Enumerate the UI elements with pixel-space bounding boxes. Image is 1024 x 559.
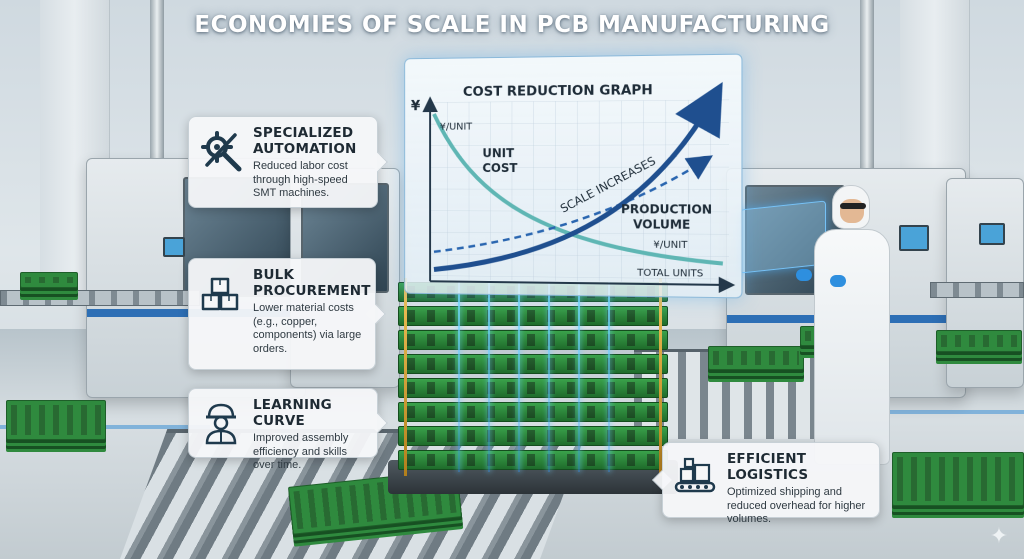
worker-icon [205, 403, 237, 445]
worker-figure [796, 185, 900, 465]
page-title: ECONOMIES OF SCALE IN PCB MANUFACTURING [194, 12, 830, 38]
light-beam [578, 282, 580, 472]
boxes-icon [201, 277, 239, 311]
machine-screen [979, 223, 1005, 245]
light-beam [518, 282, 520, 472]
sparkle-icon: ✦ [989, 523, 1009, 548]
card-title-line1: SPECIALIZED [253, 125, 354, 141]
gear-wrench-icon [201, 131, 242, 172]
y-axis-symbol: ¥ [411, 98, 421, 114]
light-beam [458, 282, 460, 472]
worker-glove [830, 275, 846, 287]
card-text: Lower material costs (e.g., copper, comp… [253, 302, 362, 355]
unit-cost-label-line2: COST [482, 161, 518, 175]
worker-coverall [814, 229, 890, 465]
card-bulk-procurement: BULK PROCUREMENT Lower material costs (e… [188, 258, 386, 370]
machine-screen [899, 225, 929, 251]
pcb-layer [398, 306, 668, 326]
pcb-stack [6, 400, 106, 440]
floor-marking [880, 410, 1024, 414]
pcb-layer [398, 378, 668, 398]
card-specialized-automation: SPECIALIZED AUTOMATION Reduced labor cos… [188, 116, 388, 208]
stack-pin [404, 278, 407, 476]
card-title: EFFICIENT LOGISTICS [727, 451, 809, 483]
pcb-stack [936, 330, 1022, 352]
pcb-stack [708, 346, 804, 370]
pcb-stack-central [388, 278, 678, 494]
worker-glasses [840, 203, 866, 209]
conveyor-left [0, 290, 200, 306]
card-text: Reduced labor cost through high-speed SM… [253, 160, 348, 199]
card-efficient-logistics: EFFICIENT LOGISTICS Optimized shipping a… [652, 442, 880, 525]
card-text: Improved assembly efficiency and skills … [253, 432, 349, 471]
ceiling-pipe [860, 0, 874, 200]
graph-svg: COST REDUCTION GRAPH ¥ ¥/UNIT UNIT COST … [405, 55, 743, 300]
card-title-line2: PROCUREMENT [253, 283, 371, 299]
conveyor-right [930, 282, 1024, 298]
x-axis-label: TOTAL UNITS [636, 268, 703, 280]
card-title-line1: BULK [253, 267, 295, 283]
card-title: LEARNING CURVE [253, 397, 332, 429]
volume-label-line2: VOLUME [633, 217, 690, 232]
cost-reduction-graph: COST REDUCTION GRAPH ¥ ¥/UNIT UNIT COST … [404, 54, 742, 299]
pcb-stack [892, 452, 1024, 506]
worker-glove [796, 269, 812, 281]
machine-screen [163, 237, 185, 257]
card-title-line2: AUTOMATION [253, 141, 357, 157]
pcb-layer [398, 354, 668, 374]
card-learning-curve: LEARNING CURVE Improved assembly efficie… [188, 388, 388, 471]
volume-tag: ¥/UNIT [653, 240, 688, 252]
stack-pin [659, 278, 662, 476]
light-beam [608, 282, 610, 472]
volume-label-line1: PRODUCTION [621, 202, 712, 217]
graph-title: COST REDUCTION GRAPH [463, 83, 653, 100]
graph-grid [430, 99, 730, 283]
pcb-stack [20, 272, 78, 288]
light-beam [548, 282, 550, 472]
pcb-layer [398, 330, 668, 350]
light-beam [488, 282, 490, 472]
pcb-layer [398, 450, 668, 470]
wall-panel [40, 0, 110, 300]
unit-cost-tag: ¥/UNIT [440, 122, 473, 133]
card-text: Optimized shipping and reduced overhead … [727, 486, 866, 525]
unit-cost-label-line1: UNIT [482, 146, 515, 160]
pcb-layer [398, 402, 668, 422]
ceiling-pipe [150, 0, 164, 200]
conveyor-boxes-icon [674, 457, 716, 493]
pcb-layer [398, 426, 668, 446]
